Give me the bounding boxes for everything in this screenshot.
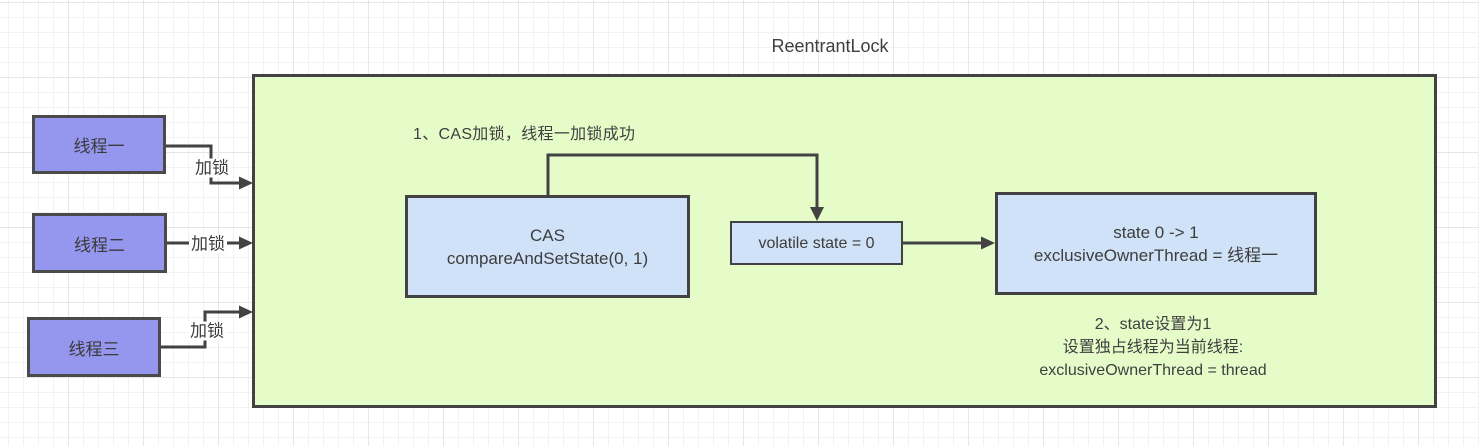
edge-label-lock-1[interactable]: 加锁: [193, 158, 231, 178]
thread-box-3[interactable]: 线程三: [27, 317, 161, 377]
state-result-text: state 0 -> 1 exclusiveOwnerThread = 线程一: [1034, 221, 1278, 267]
thread-box-3-label: 线程三: [68, 339, 120, 359]
cas-box-text: CAS compareAndSetState(0, 1): [447, 224, 648, 270]
thread-box-1[interactable]: 线程一: [32, 115, 166, 174]
volatile-state-label: volatile state = 0: [758, 234, 875, 252]
state-result-line2: exclusiveOwnerThread = 线程一: [1033, 245, 1279, 265]
diagram-title[interactable]: ReentrantLock: [771, 36, 889, 56]
state-result-line1: state 0 -> 1: [1113, 222, 1199, 242]
thread-box-2-label: 线程二: [74, 235, 125, 255]
annotation-step1[interactable]: 1、CAS加锁，线程一加锁成功: [413, 126, 636, 143]
arrowhead-thread2-lock: [239, 236, 253, 250]
thread-box-1-label: 线程一: [73, 137, 125, 156]
annotation-step2[interactable]: 2、state设置为1 设置独占线程为当前线程: exclusiveOwnerT…: [1039, 313, 1266, 382]
volatile-state-box[interactable]: volatile state = 0: [730, 221, 903, 265]
edge-label-lock-3[interactable]: 加锁: [188, 321, 226, 341]
cas-box-line2: compareAndSetState(0, 1): [446, 248, 649, 268]
arrowhead-thread3-lock: [239, 305, 253, 319]
thread-box-2[interactable]: 线程二: [32, 213, 167, 273]
annotation-step2-line3: exclusiveOwnerThread = thread: [1039, 362, 1267, 379]
annotation-step2-line1: 2、state设置为1: [1094, 316, 1212, 333]
cas-box-line1: CAS: [530, 225, 565, 245]
edge-label-lock-2[interactable]: 加锁: [189, 234, 227, 254]
cas-box[interactable]: CAS compareAndSetState(0, 1): [405, 195, 690, 298]
annotation-step2-line2: 设置独占线程为当前线程:: [1062, 339, 1244, 356]
arrowhead-thread1-lock: [239, 176, 253, 190]
state-result-box[interactable]: state 0 -> 1 exclusiveOwnerThread = 线程一: [995, 192, 1317, 295]
